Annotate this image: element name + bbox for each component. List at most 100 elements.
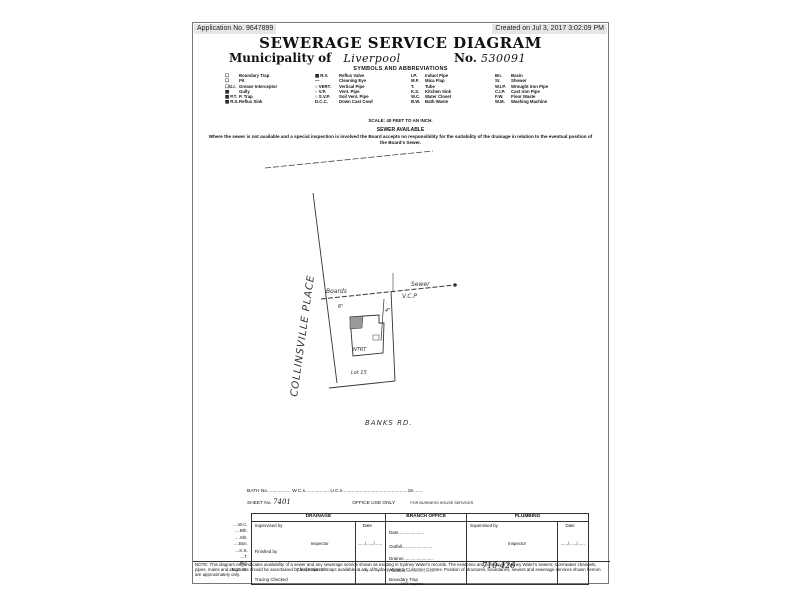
legend-symbol: M.F. bbox=[411, 78, 420, 84]
legend-symbol: Sr. bbox=[495, 78, 501, 84]
drainage-date-cell: Date ....../....../...... ....../....../… bbox=[354, 521, 387, 585]
office-use-label: OFFICE USE ONLY bbox=[352, 501, 395, 506]
branch-not-required: NOT required bbox=[401, 582, 423, 586]
legend-symbol: T. bbox=[411, 83, 415, 89]
label-size-4: 4" bbox=[385, 308, 390, 314]
legend-symbol: — bbox=[315, 78, 320, 84]
legend-symbol: ▩ P.T. bbox=[225, 94, 238, 100]
municipality-line: Municipality of Liverpool No.530091 bbox=[229, 51, 525, 65]
number-label: No. bbox=[454, 51, 477, 65]
legend-symbol: ○ V.P. bbox=[315, 88, 326, 94]
fixture-label: ....W.C. bbox=[233, 521, 248, 527]
label-sewer: Sewer bbox=[411, 281, 430, 288]
legend-symbol: ☐G.I. bbox=[225, 83, 236, 89]
legend-item: ○ V.P. Vent. Pipe bbox=[315, 89, 373, 94]
legend-item: W.C.Water Closet bbox=[411, 94, 451, 99]
legend-item: B.W.Bath Waste bbox=[411, 99, 451, 104]
branch-plumber: Plumber......................... bbox=[389, 568, 436, 573]
drainage-finished-by: Finished by bbox=[254, 549, 278, 554]
plumbing-cell: Supervised by Inspector 710-426 bbox=[466, 521, 559, 585]
branch-office-cell: Date..................... Outfall.......… bbox=[385, 521, 468, 586]
symbols-title: SYMBOLS AND ABBREVIATIONS bbox=[353, 66, 448, 72]
legend-meaning: Down Cast Cowl bbox=[339, 99, 373, 105]
legend-symbol: C.I.P. bbox=[495, 88, 506, 94]
fixture-label: ....K.S. bbox=[234, 547, 248, 553]
legend-meaning: Tube bbox=[425, 83, 435, 89]
legend-item: ☐Pit bbox=[225, 78, 277, 83]
plumbing-inspector: Inspector bbox=[508, 541, 527, 546]
legend-symbol: I.P. bbox=[411, 73, 417, 78]
legend-meaning: Basin bbox=[511, 73, 523, 78]
legend-item: Sr. Shower bbox=[495, 78, 548, 83]
house-drain-line bbox=[380, 298, 385, 342]
legend-meaning: Soil Vent. Pipe bbox=[339, 94, 369, 100]
legend-item: W.I.P.Wrought Iron Pipe bbox=[495, 84, 548, 89]
drainage-date-label: Date bbox=[362, 523, 372, 528]
legend-meaning: Cast Iron Pipe bbox=[511, 88, 540, 94]
municipality-name: Liverpool bbox=[343, 52, 401, 65]
legend-symbol: Bn. bbox=[495, 73, 502, 78]
legend-item: ▩ P.T.P. Trap bbox=[225, 94, 277, 99]
branch-date: Date..................... bbox=[389, 530, 425, 535]
sheet-number: 7401 bbox=[273, 498, 291, 506]
sewer-end-manhole bbox=[453, 283, 457, 287]
footnote: NOTE: This diagram only indicates availa… bbox=[193, 561, 610, 578]
bath-line: BATH No.................. W.C.s.........… bbox=[247, 489, 423, 494]
diagram-number: No.530091 bbox=[454, 51, 526, 65]
drainage-supervised-by: Supervised by bbox=[254, 523, 283, 528]
legend-item: ○ VERT.Vertical Pipe bbox=[315, 84, 373, 89]
legend-meaning: Water Closet bbox=[425, 94, 452, 100]
inspection-table: DRAINAGE BRANCH OFFICE PLUMBING ....W.C.… bbox=[217, 513, 589, 586]
legend-meaning: Pit bbox=[239, 78, 245, 84]
label-pipe: V.C.P bbox=[402, 293, 417, 300]
office-form: BATH No.................. W.C.s.........… bbox=[217, 488, 589, 586]
branch-boundary-trap: Boundary Trap bbox=[389, 577, 418, 582]
legend-item: M.F.Mica Flap bbox=[411, 78, 451, 83]
legend-symbol: ☐ bbox=[225, 73, 229, 78]
legend-item: — Cleaning Eye bbox=[315, 78, 373, 83]
plumbing-supervised-by: Supervised by bbox=[470, 523, 498, 528]
legend-item: D.C.C.Down Cast Cowl bbox=[315, 99, 373, 104]
legend-symbol: ○ S.V.P. bbox=[315, 94, 331, 100]
scale-note: SCALE: 40 FEET TO AN INCH. bbox=[368, 118, 433, 123]
legend-symbol: W.M. bbox=[495, 99, 505, 105]
street-boundary-left bbox=[312, 192, 338, 384]
fixture-label: ....T. bbox=[239, 554, 248, 559]
legend-symbol: ▩ R.V. bbox=[315, 73, 329, 78]
legend-symbol: ○ VERT. bbox=[315, 83, 331, 89]
legend-item: ▩ R.S.Reflux Sink bbox=[225, 99, 277, 104]
legend-item: I.P. Induct Pipe bbox=[411, 73, 451, 78]
legend-symbol: B.W. bbox=[411, 99, 421, 105]
legend-meaning: Cleaning Eye bbox=[339, 78, 366, 84]
legend-symbol: K.S. bbox=[411, 88, 420, 94]
legend-meaning: Reflux Valve bbox=[339, 73, 365, 78]
legend-column-1: ☐ Boundary Trap☐Pit☐G.I.Grease Intercepto… bbox=[225, 73, 277, 105]
drainage-date-1: ....../....../...... bbox=[357, 541, 383, 546]
legend-item: W.M.Washing Machine bbox=[495, 99, 548, 104]
service-diagram-sheet: Application No. 9647899 Created on Jul 3… bbox=[192, 22, 610, 586]
sewer-line-boards bbox=[320, 284, 456, 300]
lot-boundary-right bbox=[390, 290, 396, 382]
sewer-available-heading: SEWER AVAILABLE bbox=[376, 127, 425, 133]
legend-meaning: Vent. Pipe bbox=[339, 88, 360, 94]
sheet-line: SHEET No. 7401 OFFICE USE ONLY FOR BUSIN… bbox=[247, 498, 473, 506]
fixture-list: ....W.C.....Bth.....Shr.....Bsn.....K.S.… bbox=[217, 522, 251, 585]
legend-column-2: ▩ R.V.Reflux Valve—Cleaning Eye○ VERT.Ve… bbox=[315, 73, 373, 105]
legend-meaning: Shower bbox=[511, 78, 527, 84]
legend-symbol: W.I.P. bbox=[495, 83, 506, 89]
legend-meaning: Induct Pipe bbox=[425, 73, 449, 78]
plumbing-date-cell: Date ....../....../...... bbox=[557, 521, 589, 585]
house-outline bbox=[349, 314, 385, 357]
branch-drainer: Drainer......................... bbox=[389, 556, 434, 561]
site-plan: COLLINSVILLE PLACE BANKS RD. Boards Sewe… bbox=[264, 150, 457, 427]
legend-item: K.S.Kitchen Sink bbox=[411, 89, 451, 94]
legend-item: ☐G.I.Grease Interceptor bbox=[225, 84, 277, 89]
document-title: SEWERAGE SERVICE DIAGRAM bbox=[259, 34, 542, 52]
legend-item: ○ S.V.P. Soil Vent. Pipe bbox=[315, 94, 373, 99]
legend-meaning: Boundary Trap bbox=[239, 73, 270, 78]
legend-meaning: Gully bbox=[239, 88, 250, 94]
number-value: 530091 bbox=[480, 52, 526, 65]
legend-symbol: ▩ bbox=[225, 88, 230, 94]
label-lot: Lot 15 bbox=[351, 370, 367, 376]
